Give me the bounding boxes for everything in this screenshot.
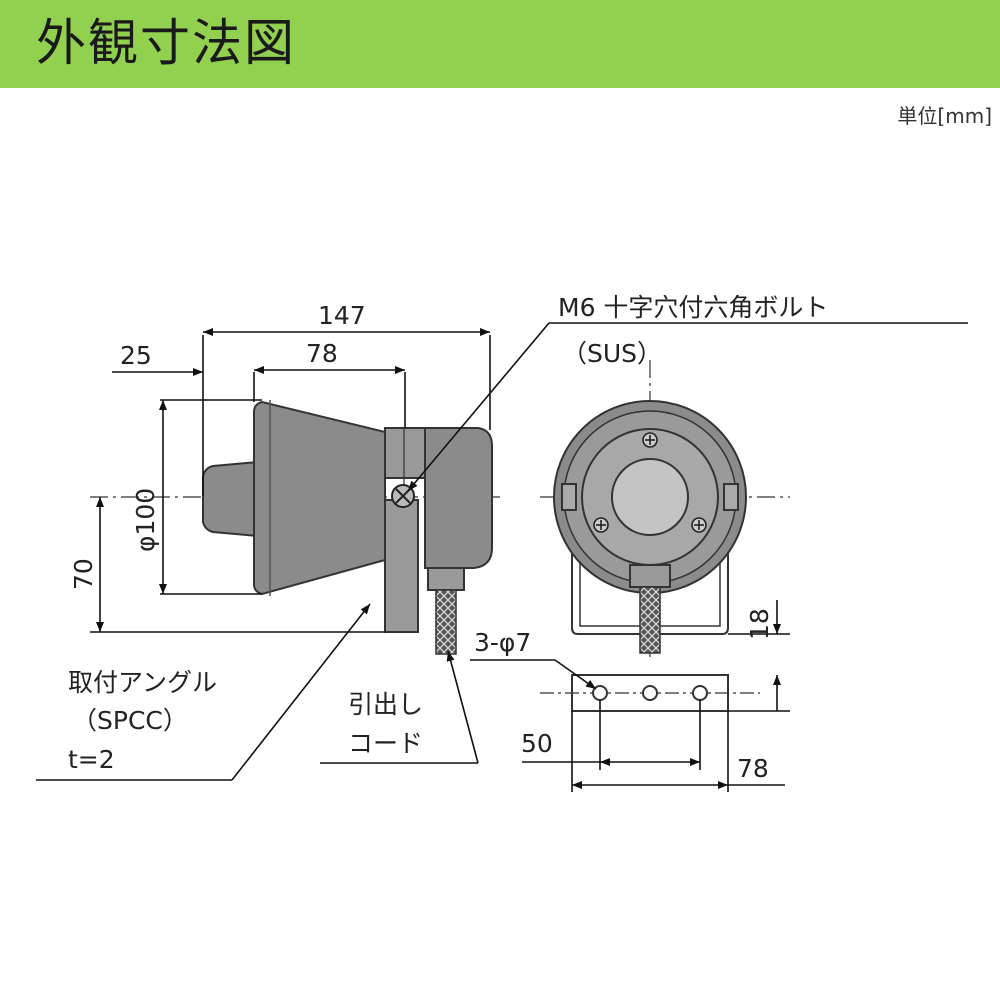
title-bar: 外観寸法図 [0, 0, 1000, 88]
side-dimensions [90, 328, 491, 633]
dim-25-label: 25 [120, 341, 152, 370]
holes-callout: 3-φ7 [474, 628, 531, 657]
dim-147-label: 147 [318, 301, 366, 330]
dim-78-label: 78 [306, 339, 338, 368]
leader-lines [36, 322, 968, 781]
bolt-callout-line2: （SUS） [562, 339, 662, 368]
bolt-leader [407, 322, 550, 492]
horn-body [253, 400, 386, 596]
dim-50-label: 50 [521, 729, 553, 758]
cord-callout-line1: 引出し [348, 690, 423, 719]
driver-housing [424, 427, 493, 569]
side-bolt-left [561, 483, 577, 511]
bracket-base-view [540, 674, 760, 712]
mount-hole-right [692, 685, 708, 701]
horn-neck [384, 427, 426, 479]
angle-callout-line3: t=2 [68, 745, 115, 774]
holes-leader [554, 659, 597, 690]
cord-leader [446, 650, 479, 764]
dim-phi100-label: φ100 [131, 488, 160, 552]
front-dimensions [522, 600, 790, 792]
angle-callout-line1: 取付アングル [68, 668, 217, 697]
dim-78-base-label: 78 [737, 754, 769, 783]
mounting-angle [384, 499, 419, 633]
horn-throat [611, 458, 689, 536]
front-cord [639, 586, 661, 654]
angle-leader [231, 603, 371, 781]
page-title: 外観寸法図 [36, 14, 296, 72]
dim-70-label: 70 [69, 558, 98, 590]
lead-cord [435, 589, 457, 655]
front-view [540, 360, 790, 660]
flange-screws [593, 432, 707, 533]
side-view [90, 400, 500, 655]
unit-label: 単位[mm] [897, 104, 992, 128]
rear-cap [202, 461, 259, 537]
mount-hole-center [642, 685, 658, 701]
cable-gland [427, 567, 465, 591]
cord-callout-line2: コード [348, 729, 423, 758]
side-bolt-right [723, 483, 739, 511]
bolt-callout-line1: M6 十字穴付六角ボルト [558, 293, 828, 322]
angle-callout-line2: （SPCC） [72, 706, 188, 735]
dim-18-label: 18 [745, 608, 774, 640]
